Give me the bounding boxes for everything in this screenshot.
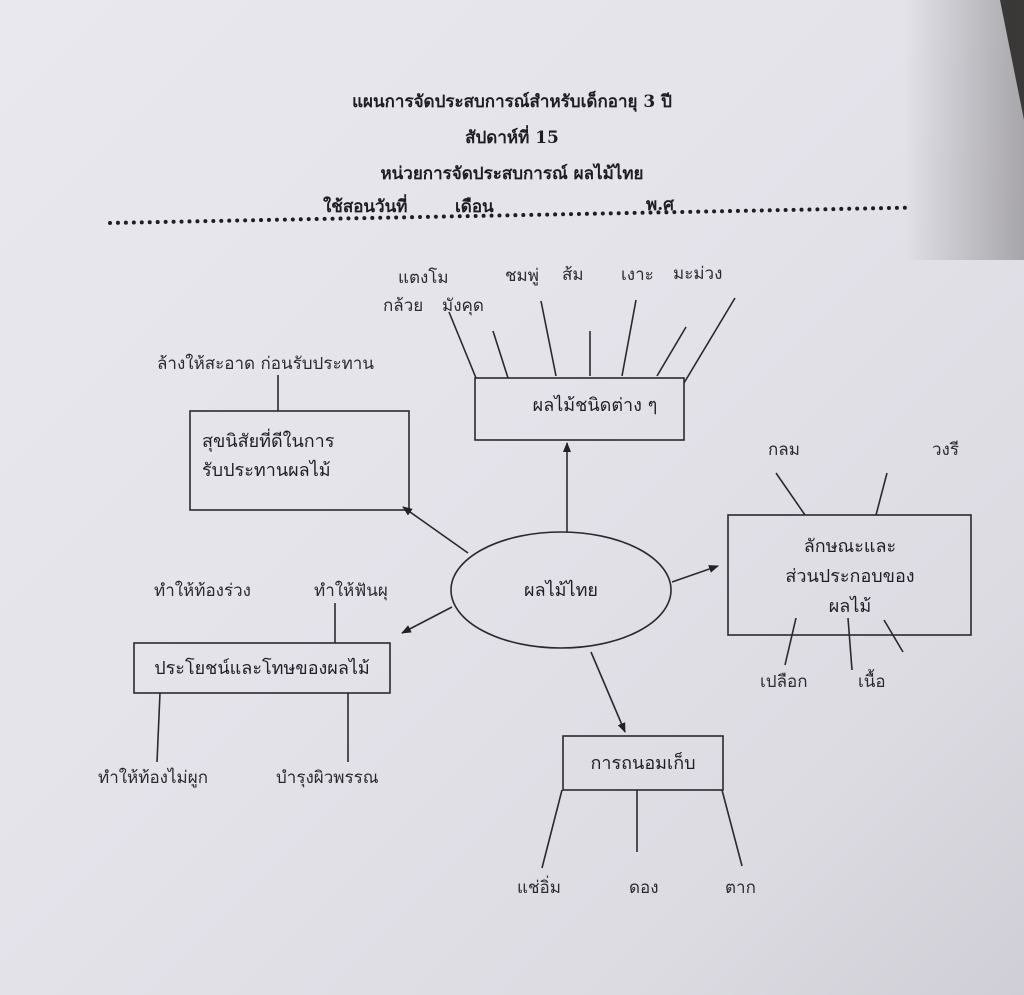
fruit-mangosteen: มังคุด: [442, 296, 484, 316]
unit-title: หน่วยการจัดประสบการณ์ ผลไม้ไทย: [380, 164, 644, 184]
hygiene-title-1: สุขนิสัยที่ดีในการ: [202, 431, 335, 452]
fruit-rose-apple: ชมพู่: [505, 266, 539, 286]
characteristics-title-2: ส่วนประกอบของ: [785, 566, 915, 587]
hygiene-box: [189, 410, 410, 511]
benefit-skin: บำรุงผิวพรรณ: [276, 768, 379, 788]
arrow-to-benefits: [401, 606, 453, 634]
shape-round: กลม: [768, 440, 800, 460]
hygiene-note: ล้างให้สะอาด ก่อนรับประทาน: [157, 354, 374, 374]
shape-oval: วงรี: [932, 440, 959, 460]
fruit-types-title: ผลไม้ชนิดต่าง ๆ: [532, 395, 658, 416]
benefit-no-constipation: ทำให้ท้องไม่ผูก: [98, 768, 208, 788]
fruit-rambutan: เงาะ: [621, 265, 654, 285]
part-flesh: เนื้อ: [858, 672, 886, 692]
hygiene-title-2: รับประทานผลไม้: [202, 460, 331, 481]
fruit-banana: กล้วย: [383, 296, 424, 316]
year-label: พ.ศ: [646, 195, 674, 215]
method-pickled: ดอง: [629, 878, 659, 898]
harm-diarrhea: ทำให้ท้องร่วง: [154, 581, 251, 601]
method-candied: แช่อิ่ม: [517, 878, 561, 898]
center-ellipse: [450, 531, 672, 649]
plan-title: แผนการจัดประสบการณ์สำหรับเด็กอายุ 3 ปี: [352, 92, 672, 112]
week-number: สัปดาห์ที่ 15: [465, 128, 559, 148]
preservation-box: [562, 735, 724, 791]
fruit-orange: ส้ม: [562, 265, 584, 285]
arrow-to-characteristics: [671, 565, 719, 583]
arrow-to-hygiene: [402, 506, 469, 554]
teach-date-label: ใช้สอนวันที่: [323, 197, 408, 217]
benefits-box: [133, 642, 391, 694]
characteristics-title-1: ลักษณะและ: [803, 536, 897, 557]
fruit-types-box: [474, 377, 685, 441]
harm-tooth-decay: ทำให้ฟันผุ: [314, 581, 388, 601]
center-topic: ผลไม้ไทย: [524, 580, 598, 601]
part-peel: เปลือก: [760, 672, 808, 692]
fruit-watermelon: แตงโม: [398, 268, 449, 288]
arrow-to-preservation: [590, 651, 626, 733]
method-dried: ตาก: [725, 878, 756, 898]
fruit-mango: มะม่วง: [673, 264, 723, 284]
preservation-title: การถนอมเก็บ: [590, 753, 696, 774]
benefits-title: ประโยชน์และโทษของผลไม้: [154, 658, 370, 679]
characteristics-title-3: ผลไม้: [828, 596, 872, 617]
month-label: เดือน: [455, 197, 494, 217]
